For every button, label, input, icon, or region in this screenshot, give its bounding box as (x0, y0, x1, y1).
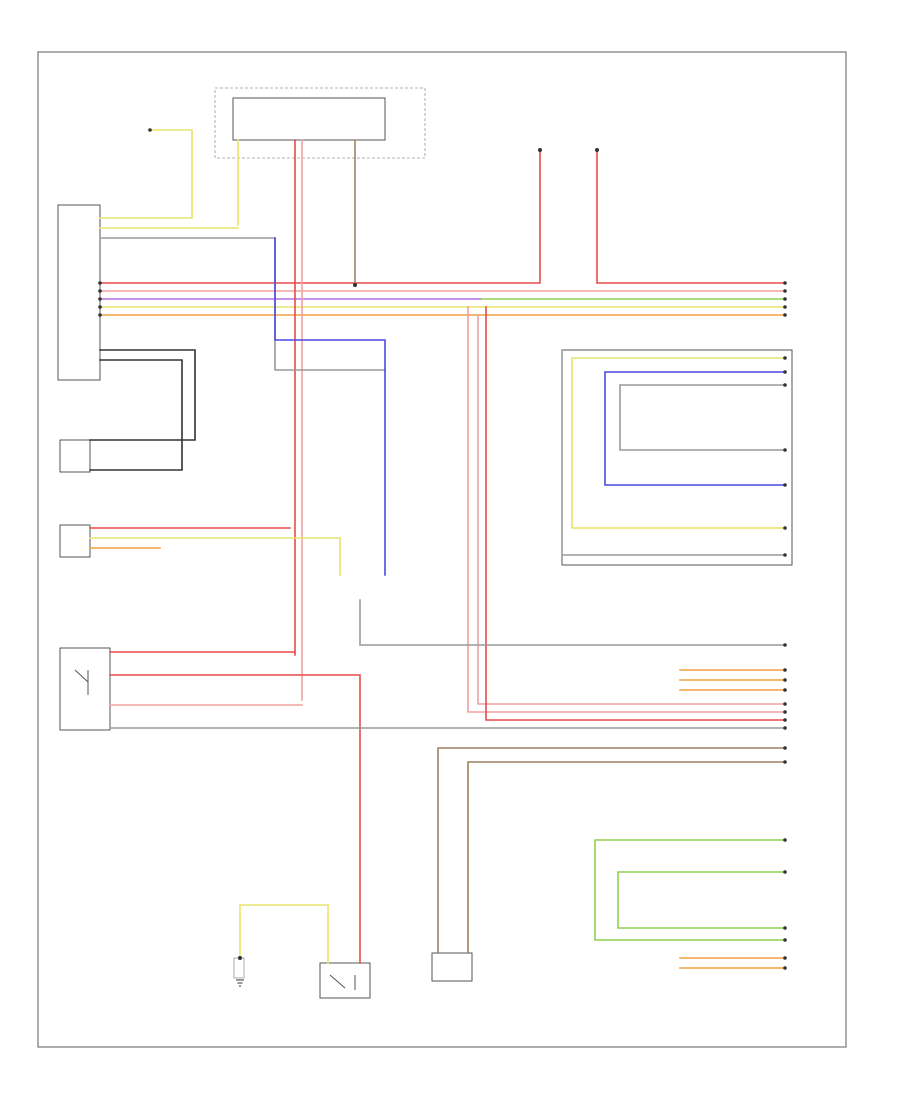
right-connector-block (561, 349, 793, 566)
ground-symbol (236, 979, 244, 987)
wire-green-right-b (617, 871, 786, 929)
bottom-relay-switch (319, 962, 371, 999)
bottom-ground-point (233, 957, 245, 979)
left-control-module (57, 204, 101, 381)
wire-brown-sensor-b (467, 761, 786, 954)
bottom-relay-glyph (329, 974, 356, 990)
wire-gray-right (619, 384, 786, 451)
relay-switch-glyph (74, 669, 89, 695)
wire-pink-center-a (467, 306, 786, 713)
wire-yellow-door (89, 537, 341, 576)
wire-yellow-bottom-loop (239, 904, 329, 964)
wire-green-right-a (594, 839, 786, 941)
fuse-block-top (232, 97, 386, 141)
wire-blue-right (604, 371, 786, 486)
bottom-sensor-module (431, 952, 473, 982)
left-relay-module (59, 647, 111, 731)
diagram-frame (37, 51, 847, 1048)
wire-brown-sensor-a (437, 747, 786, 954)
wire-yellow-right (571, 357, 786, 529)
wire-yellow-top-left (99, 129, 193, 219)
wire-blue-center (274, 237, 386, 576)
wire-black-left-a (89, 349, 196, 441)
wire-black-left-b (89, 359, 183, 471)
door-lock-actuator (59, 524, 91, 558)
wire-gray-center-long (359, 599, 786, 646)
fuse-block-outline (214, 87, 426, 159)
wire-red-top-a (99, 149, 541, 284)
wire-red-relay-b (109, 674, 361, 964)
wire-gray-right-outer (561, 349, 786, 556)
wire-pink-center-b (477, 314, 786, 705)
wire-red-center-c (485, 306, 786, 721)
wire-red-top-b (596, 149, 786, 284)
left-switch-module (59, 439, 91, 473)
connector-dots (98, 128, 787, 970)
